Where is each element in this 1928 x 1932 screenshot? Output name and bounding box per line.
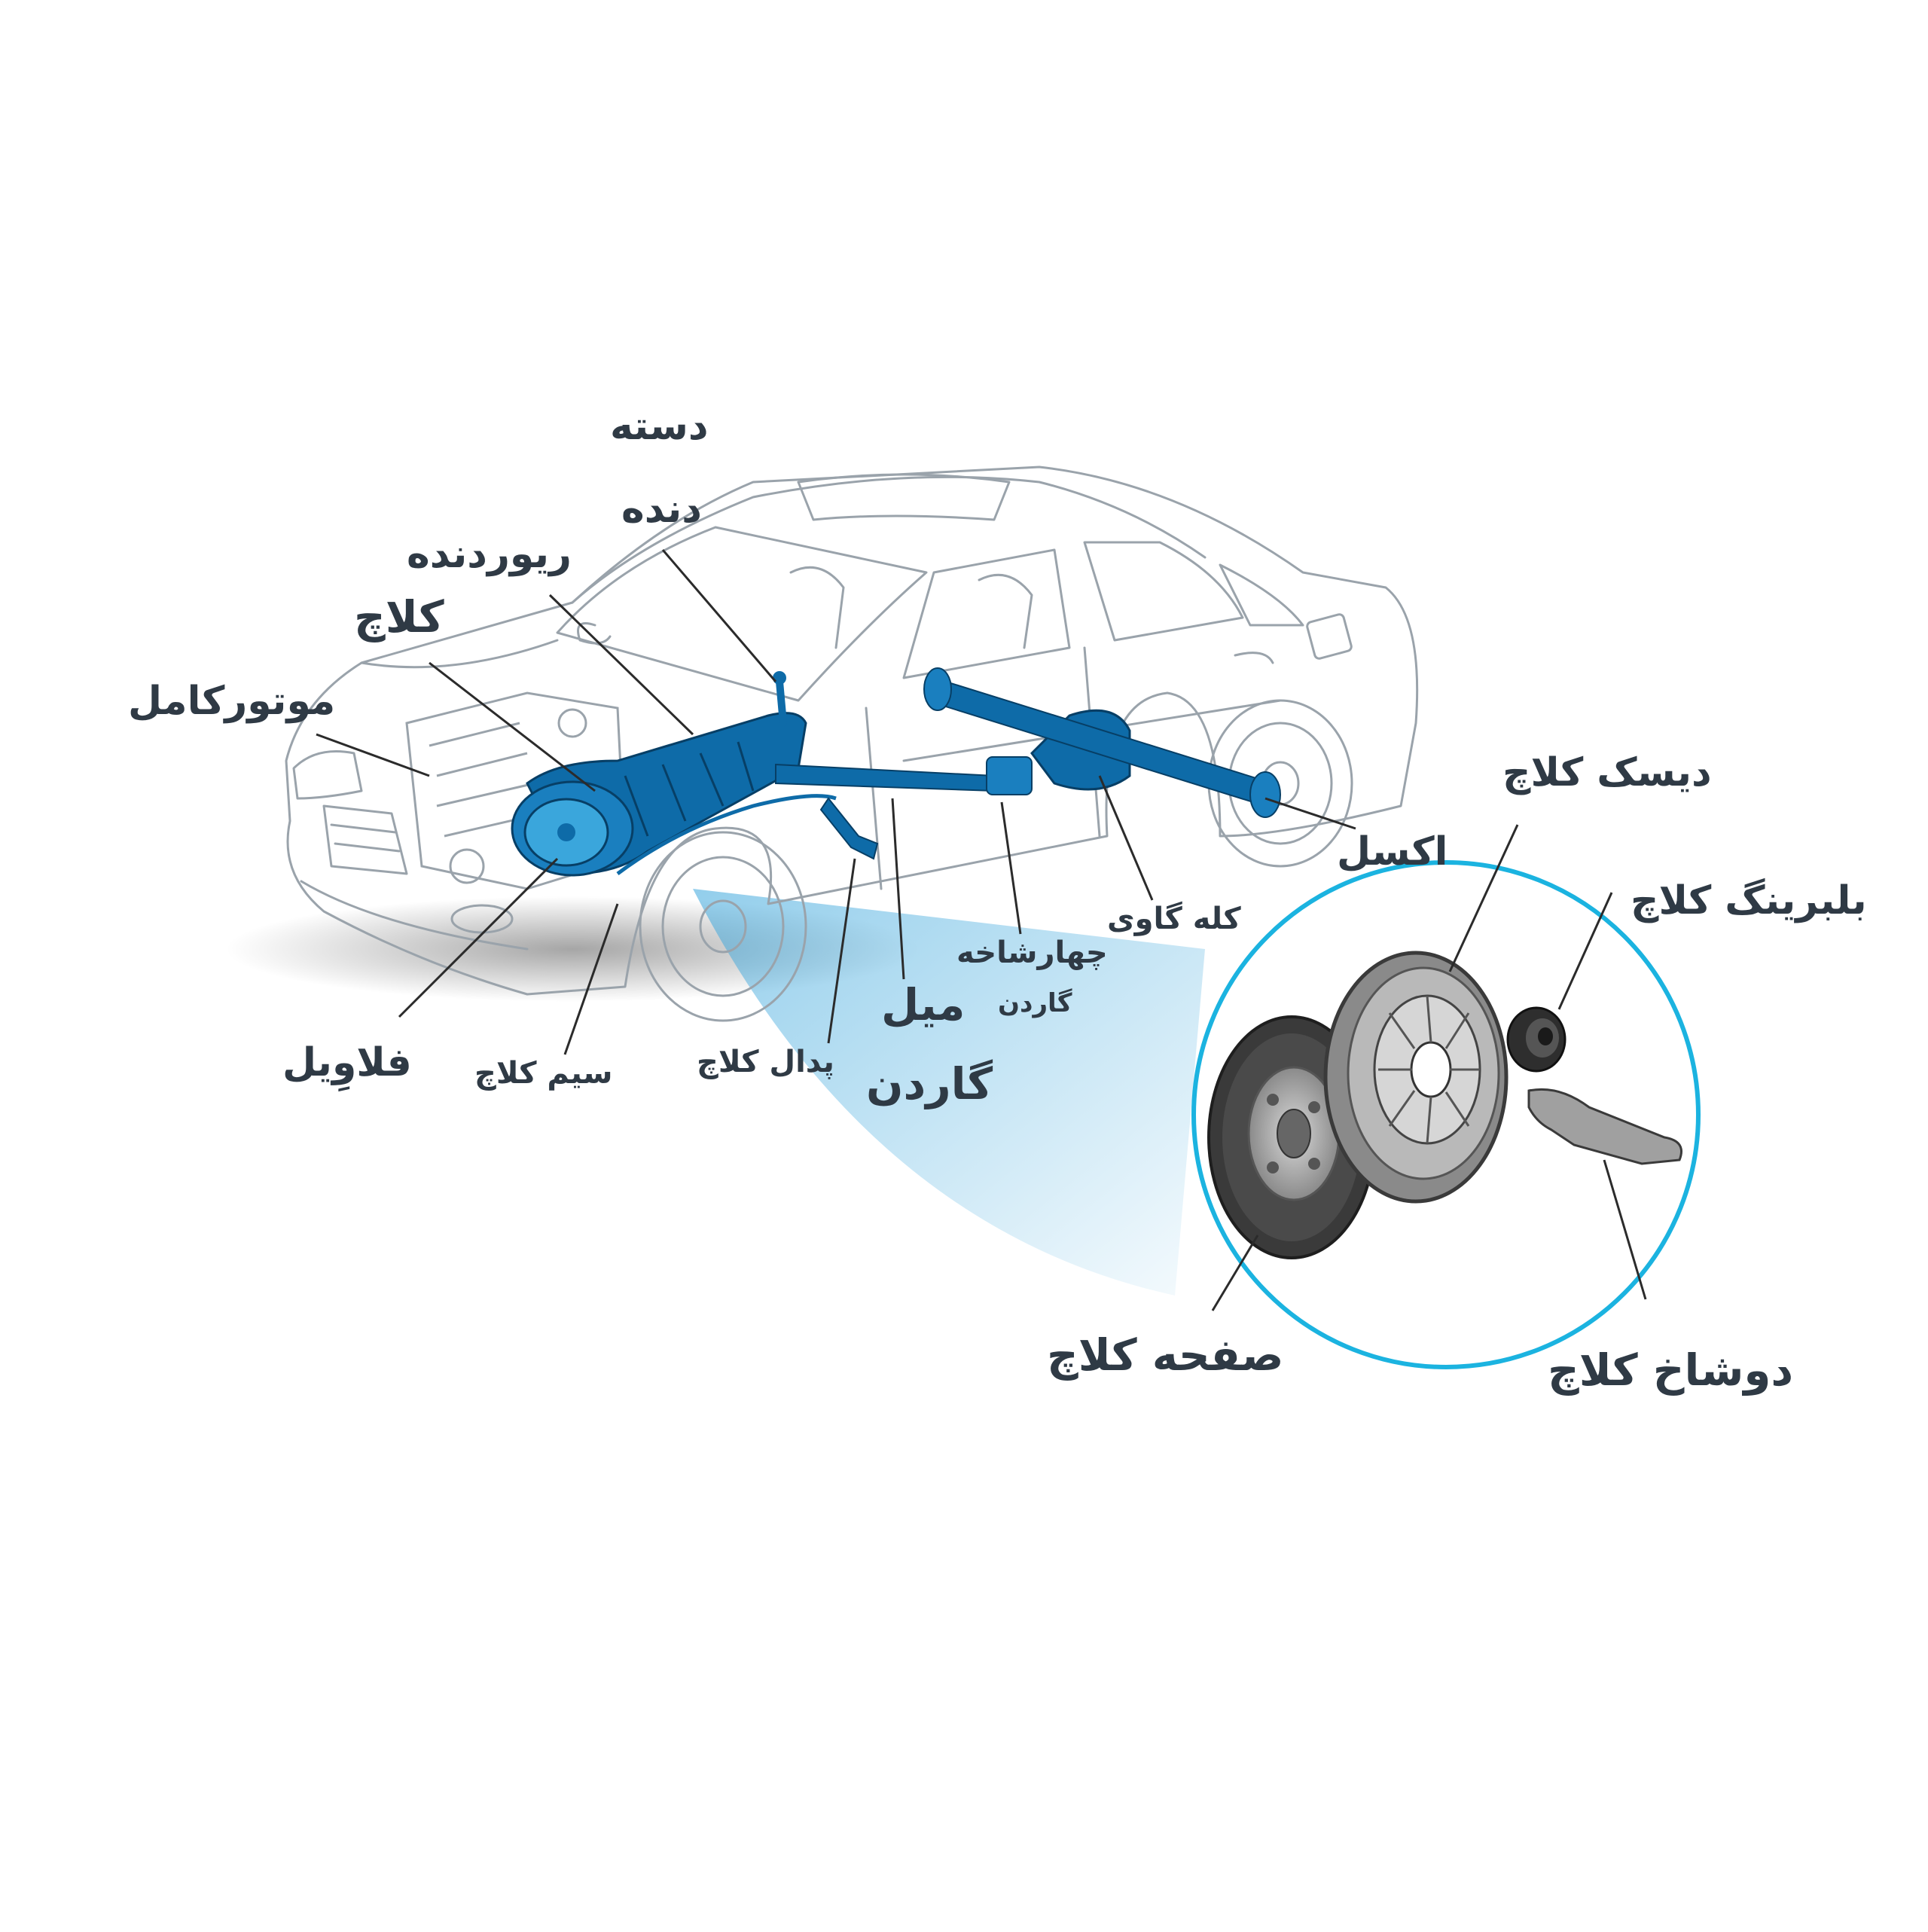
label-release-bearing: بلبرینگ کلاچ xyxy=(1631,878,1867,923)
clutch-pedal-shape xyxy=(819,797,879,860)
label-universal-joint-line2: گاردن xyxy=(998,988,1072,1018)
label-clutch-pedal: پدال کلاچ xyxy=(697,1045,834,1079)
label-release-fork: دوشاخ کلاچ xyxy=(1548,1344,1794,1396)
release-fork-part xyxy=(1527,1088,1682,1165)
label-differential: کله گاوی xyxy=(1107,902,1241,936)
release-bearing-part xyxy=(1506,1006,1566,1073)
label-shift-lever-line2: دنده xyxy=(621,487,702,532)
label-shift-lever-line1: دسته xyxy=(610,404,709,449)
shift-lever xyxy=(776,678,787,727)
leader-lines xyxy=(316,549,1647,1311)
label-axle: اکسل xyxy=(1337,829,1448,874)
label-gearbox: ریوردنده xyxy=(407,532,572,577)
label-clutch: کلاچ xyxy=(354,591,444,642)
drivetrain xyxy=(511,667,1281,877)
label-universal-joint-line1: چهارشاخه xyxy=(956,935,1108,970)
engine-outline xyxy=(405,691,627,890)
universal-joint xyxy=(986,756,1033,795)
label-clutch-disc: دیسک کلاچ xyxy=(1502,750,1712,795)
clutch-disc-part xyxy=(1323,951,1509,1204)
label-flywheel: فلاوِیل xyxy=(282,1040,412,1085)
label-engine: موتورکامل xyxy=(128,679,336,724)
label-clutch-plate: صفحه کلاچ xyxy=(1047,1329,1284,1381)
callout-beam xyxy=(693,889,1205,1296)
label-clutch-cable: سیم کلاچ xyxy=(474,1056,613,1091)
label-shaft-line1: میل xyxy=(881,979,966,1030)
drive-shaft xyxy=(775,763,995,792)
label-shaft-line2: گاردن xyxy=(866,1058,993,1109)
clutch-cable-line xyxy=(616,794,837,876)
